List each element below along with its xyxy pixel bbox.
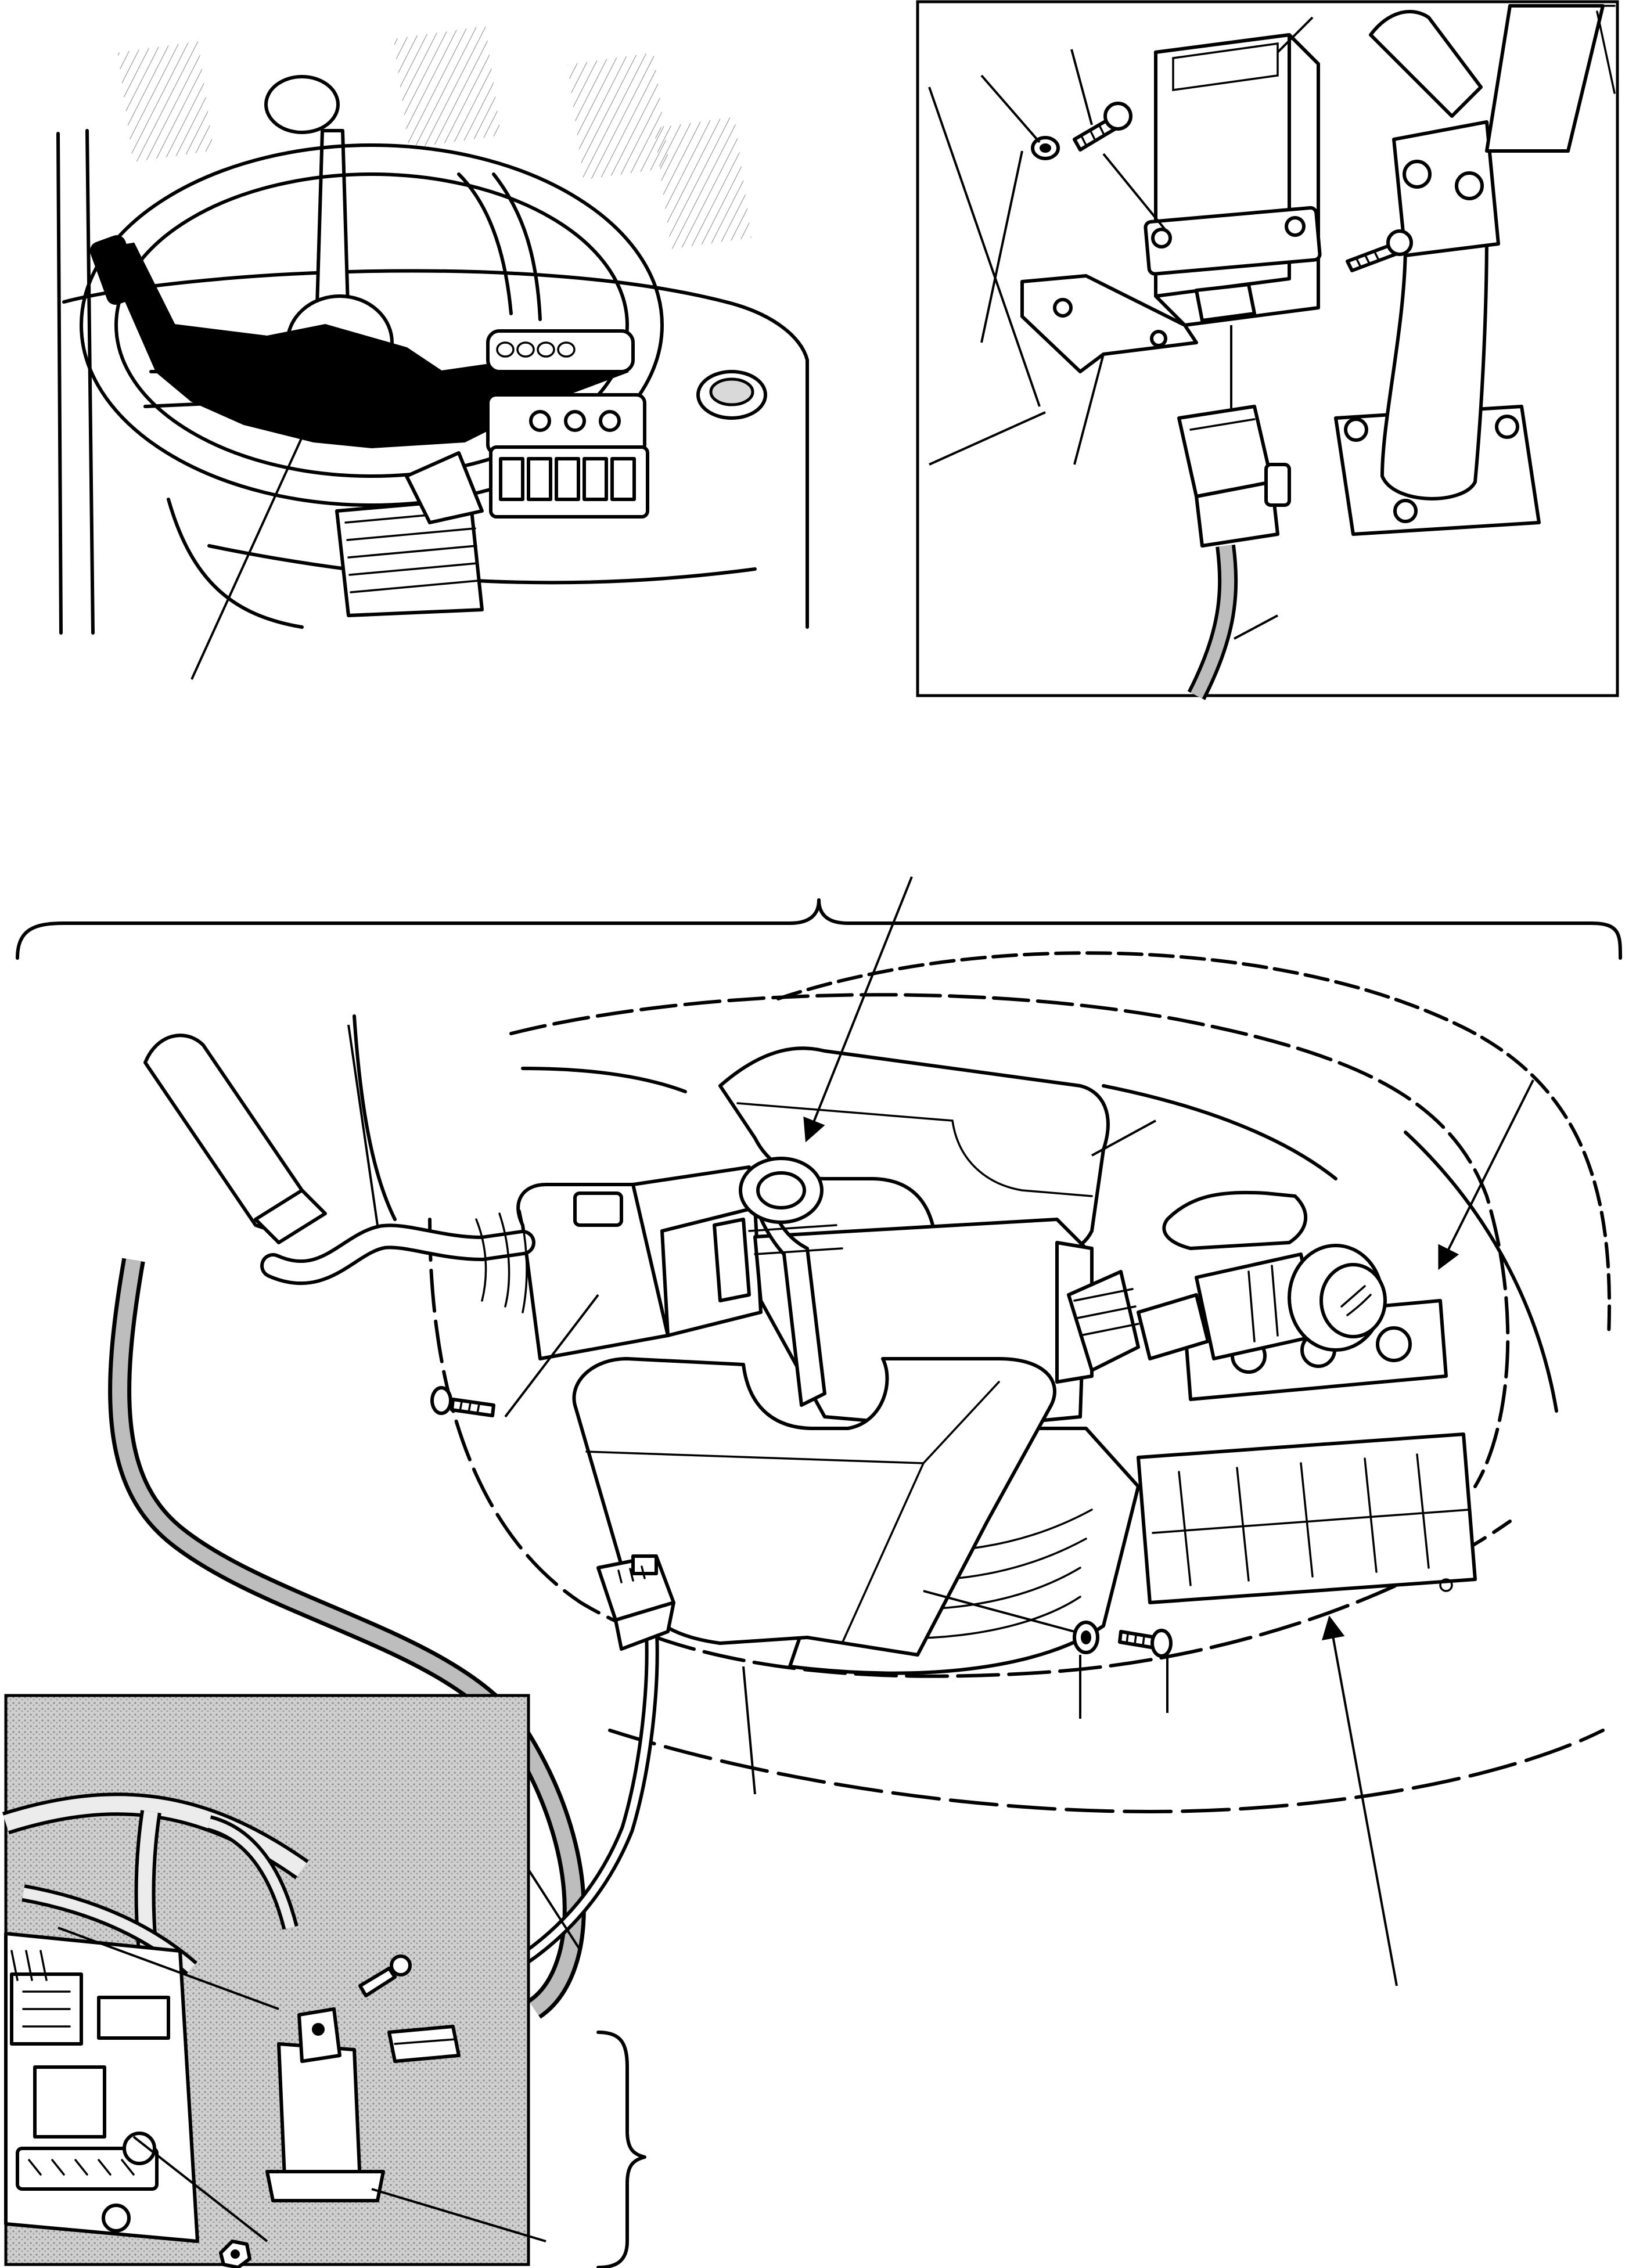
bolt-icon: [430, 1386, 495, 1417]
windscreen-glare: [117, 26, 752, 249]
cab-pillar-inner: [85, 129, 95, 635]
inset-frame: [916, 0, 1619, 697]
switch-panel-icon: [489, 445, 649, 519]
steering-wheel-icon: [80, 143, 664, 507]
cab-overview-view: [56, 26, 809, 680]
steering-column-icon: [1334, 4, 1616, 536]
washer-icon: [1031, 136, 1060, 160]
electronic-module-icon: [1144, 33, 1322, 327]
bolt-icon: [1346, 229, 1413, 272]
cowl-lower-icon: [572, 1357, 1056, 1657]
relay-location-view: [2, 1694, 546, 2268]
leader-lines-inset: [57, 1927, 546, 2242]
mounting-bracket-icon: [1020, 274, 1256, 373]
washer-icon: [1073, 1621, 1099, 1654]
cab-pillar-left: [56, 132, 63, 635]
connector-plug-icon: [1177, 405, 1291, 548]
column-switch-exploded-view: [108, 876, 1612, 2019]
leader-lines-top-right: [928, 16, 1314, 640]
indicator-lever-icon: [143, 1034, 535, 1313]
brace-icon: [16, 898, 1622, 960]
start-button-icon: [696, 370, 767, 420]
horn-button-icon: [1319, 1263, 1387, 1338]
bolt-icon: [1118, 1629, 1173, 1658]
relay-icon: [265, 2007, 385, 2202]
steering-shaft-icon: [739, 1157, 843, 1407]
dashboard-shelf: [207, 544, 757, 585]
dashboard-lower: [167, 498, 304, 629]
arrow-icon: [190, 413, 314, 680]
fuse-box-icon: [4, 1932, 199, 2243]
nut-icon: [219, 2240, 251, 2268]
dashboard-top: [62, 269, 809, 629]
wiper-lever-icon: [1067, 1244, 1384, 1372]
bolt-icon: [1073, 102, 1132, 152]
brace-icon: [596, 2031, 646, 2268]
module-mounting-view: [916, 0, 1619, 700]
connector-plug-icon: [596, 1554, 675, 1651]
leader-lines-main: [347, 876, 1534, 1986]
connector-plug-icon: [387, 2025, 461, 2063]
bolt-icon: [358, 1954, 412, 1997]
gear-boot-icon: [335, 451, 484, 617]
switch-panel-icon: [1137, 1432, 1477, 1604]
wiring-harness-icon: [1187, 544, 1238, 700]
